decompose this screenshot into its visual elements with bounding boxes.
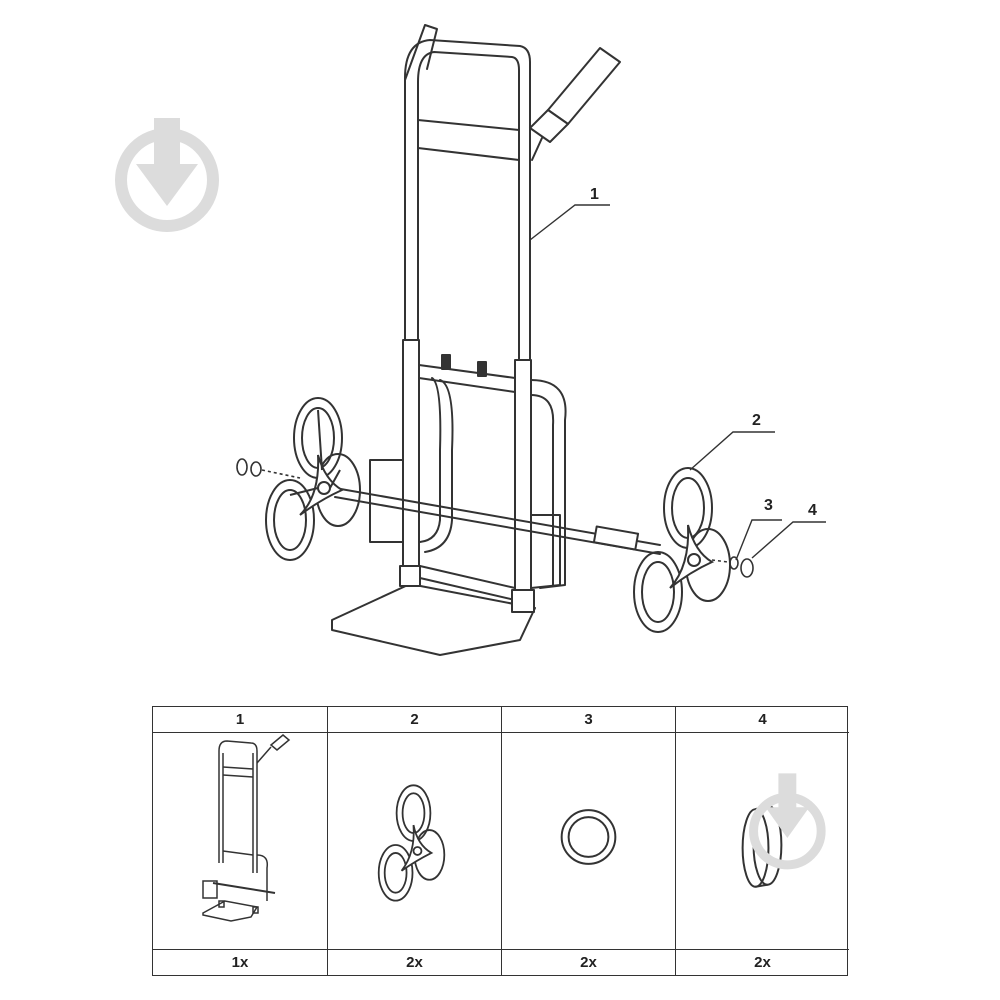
hand-truck-exploded-view [236,24,826,656]
part-quantity: 2x [502,949,675,975]
part-number: 3 [502,707,675,733]
part-quantity: 1x [153,949,327,975]
parts-column-1: 1 1x [153,707,327,975]
tri-wheel-icon [377,784,446,902]
part-number: 1 [153,707,327,733]
watermark-logo-icon [115,118,219,232]
callout-1: 1 [590,186,599,203]
parts-column-2: 2 2x [327,707,501,975]
hand-truck-frame-icon [202,734,291,922]
parts-column-3: 3 2x [501,707,675,975]
end-cap-icon [741,773,826,888]
parts-column-4: 4 2x [675,707,849,975]
part-quantity: 2x [328,949,501,975]
callout-2: 2 [752,412,761,429]
part-number: 4 [676,707,849,733]
callout-3: 3 [764,497,773,514]
watermark-logo-icon [749,773,826,870]
part-number: 2 [328,707,501,733]
callout-4: 4 [808,502,817,519]
washer-icon [560,809,617,865]
parts-table: 1 1x 2 [152,706,849,976]
part-quantity: 2x [676,949,849,975]
